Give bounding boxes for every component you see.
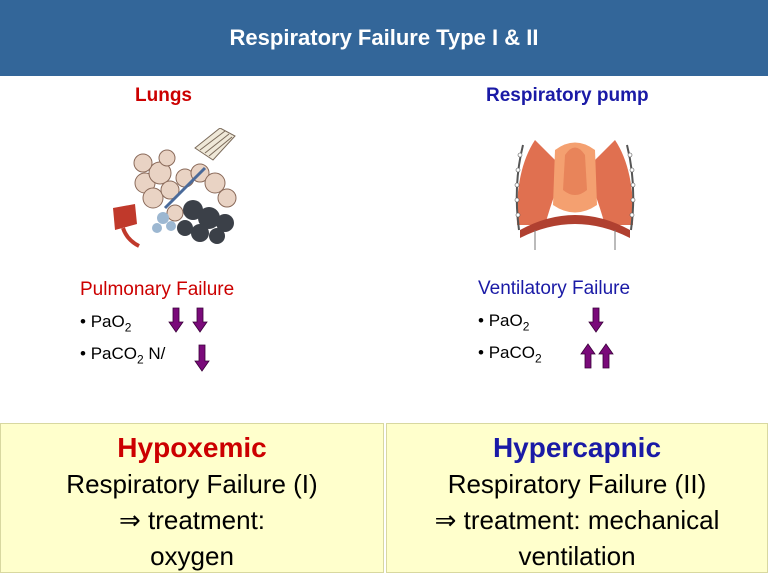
subscript: 2 — [124, 320, 132, 335]
down-arrow-icon — [168, 307, 184, 333]
hypercapnic-line-3: ventilation — [518, 541, 636, 571]
title-banner — [0, 0, 768, 76]
bullet-label: PaCO — [488, 343, 535, 362]
lungs-alveoli-image — [105, 127, 245, 253]
bullet-dot: • — [478, 343, 484, 362]
left-pao2-bullet: • PaO2 — [80, 312, 131, 334]
right-paco2-bullet: • PaCO2 — [478, 343, 542, 365]
down-arrow-icon — [194, 344, 210, 372]
up-arrow-icon — [580, 343, 596, 369]
subscript: 2 — [136, 352, 144, 367]
hypoxemic-title: Hypoxemic — [117, 432, 267, 463]
up-arrow-icon — [598, 343, 614, 369]
bullet-dot: • — [80, 344, 86, 363]
hypoxemic-line-3: oxygen — [150, 541, 234, 571]
respiratory-pump-thorax-image — [505, 130, 645, 255]
hypercapnic-title: Hypercapnic — [492, 432, 662, 463]
bullet-dot: • — [80, 312, 86, 331]
down-arrow-icon — [192, 307, 208, 333]
hypercapnic-line-2: ⇒ treatment: mechanical — [434, 505, 720, 535]
left-paco2-bullet: • PaCO2 N/ — [80, 344, 165, 366]
bullet-dot: • — [478, 311, 484, 330]
subscript: 2 — [522, 319, 530, 334]
lungs-heading: Lungs — [135, 85, 192, 106]
bullet-suffix: N/ — [143, 344, 166, 363]
ventilatory-failure-label: Ventilatory Failure — [478, 278, 631, 299]
hypoxemic-line-2: ⇒ treatment: — [118, 505, 266, 535]
hypoxemic-line-1: Respiratory Failure (I) — [66, 469, 318, 499]
bullet-label: PaO — [488, 311, 523, 330]
hypoxemic-box: Hypoxemic Respiratory Failure (I) ⇒ trea… — [0, 423, 384, 573]
pulmonary-failure-label: Pulmonary Failure — [80, 279, 235, 300]
subscript: 2 — [534, 351, 542, 366]
right-pao2-bullet: • PaO2 — [478, 311, 529, 333]
hypercapnic-line-1: Respiratory Failure (II) — [447, 469, 707, 499]
respiratory-pump-heading: Respiratory pump — [486, 85, 649, 106]
slide-title: Respiratory Failure Type I & II — [229, 25, 539, 50]
down-arrow-icon — [588, 307, 604, 333]
hypercapnic-box: Hypercapnic Respiratory Failure (II) ⇒ t… — [386, 423, 768, 573]
bullet-label: PaCO — [90, 344, 137, 363]
bullet-label: PaO — [90, 312, 125, 331]
